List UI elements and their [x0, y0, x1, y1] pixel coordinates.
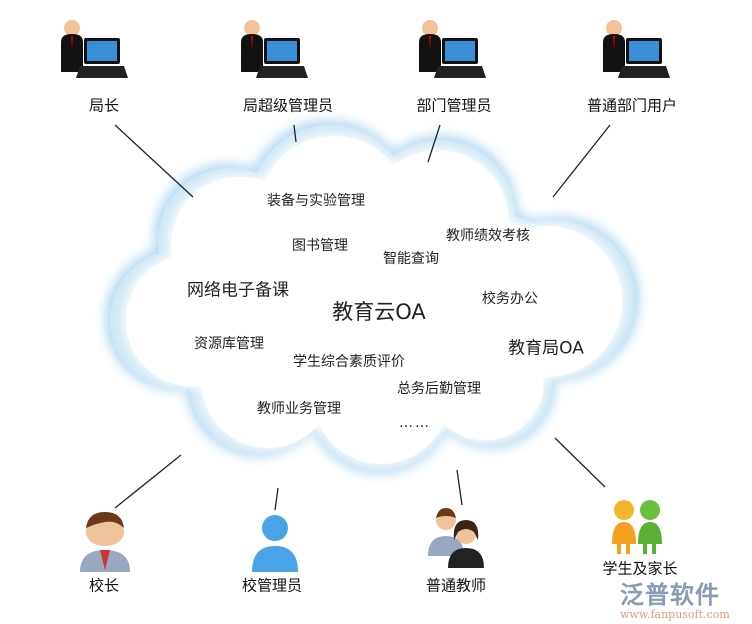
watermark-name: 泛普软件 [620, 581, 720, 609]
connector-line [114, 124, 194, 198]
role-label-super-admin: 局超级管理员 [242, 96, 334, 115]
module-teacher-performance: 教师绩效考核 [446, 228, 530, 244]
module-smart-query: 智能查询 [383, 251, 439, 267]
teachers-icon [428, 508, 484, 568]
connector-line [456, 469, 463, 506]
manager-laptop-icon [241, 20, 308, 78]
connector-lines [114, 124, 611, 511]
connector-line [293, 124, 297, 143]
watermark-logo: 泛普软件 www.fanpusoft.com [620, 582, 730, 621]
module-edu-bureau-oa: 教育局OA [508, 338, 584, 359]
connector-line [554, 437, 606, 488]
connector-line [114, 454, 182, 509]
connector-line [274, 487, 279, 511]
connector-line [552, 124, 611, 198]
role-label-dept-admin: 部门管理员 [416, 96, 492, 115]
module-library: 图书管理 [292, 238, 348, 254]
module-logistics: 总务后勤管理 [397, 381, 481, 397]
watermark-url: www.fanpusoft.com [620, 608, 730, 621]
role-label-director: 局长 [88, 96, 120, 115]
module-online-lesson-prep: 网络电子备课 [187, 280, 289, 301]
students-parents-icon [612, 500, 662, 554]
connector-line [427, 124, 441, 163]
module-teacher-business: 教师业务管理 [257, 401, 341, 417]
role-label-school-admin: 校管理员 [241, 576, 303, 595]
principal-icon [80, 512, 130, 572]
role-label-dept-user: 普通部门用户 [586, 96, 678, 115]
role-label-principal: 校长 [88, 576, 120, 595]
module-equipment-lab: 装备与实验管理 [267, 193, 365, 209]
role-label-teacher: 普通教师 [425, 576, 487, 595]
module-ellipsis: …… [399, 415, 431, 431]
module-resource-library: 资源库管理 [194, 336, 264, 352]
manager-laptop-icon [419, 20, 486, 78]
manager-laptop-icon [61, 20, 128, 78]
center-title: 教育云OA [332, 300, 426, 324]
module-school-office: 校务办公 [482, 291, 538, 307]
manager-laptop-icon [603, 20, 670, 78]
user-silhouette-icon [252, 515, 298, 572]
role-label-students-parents: 学生及家长 [602, 559, 678, 578]
module-student-evaluation: 学生综合素质评价 [293, 354, 405, 370]
